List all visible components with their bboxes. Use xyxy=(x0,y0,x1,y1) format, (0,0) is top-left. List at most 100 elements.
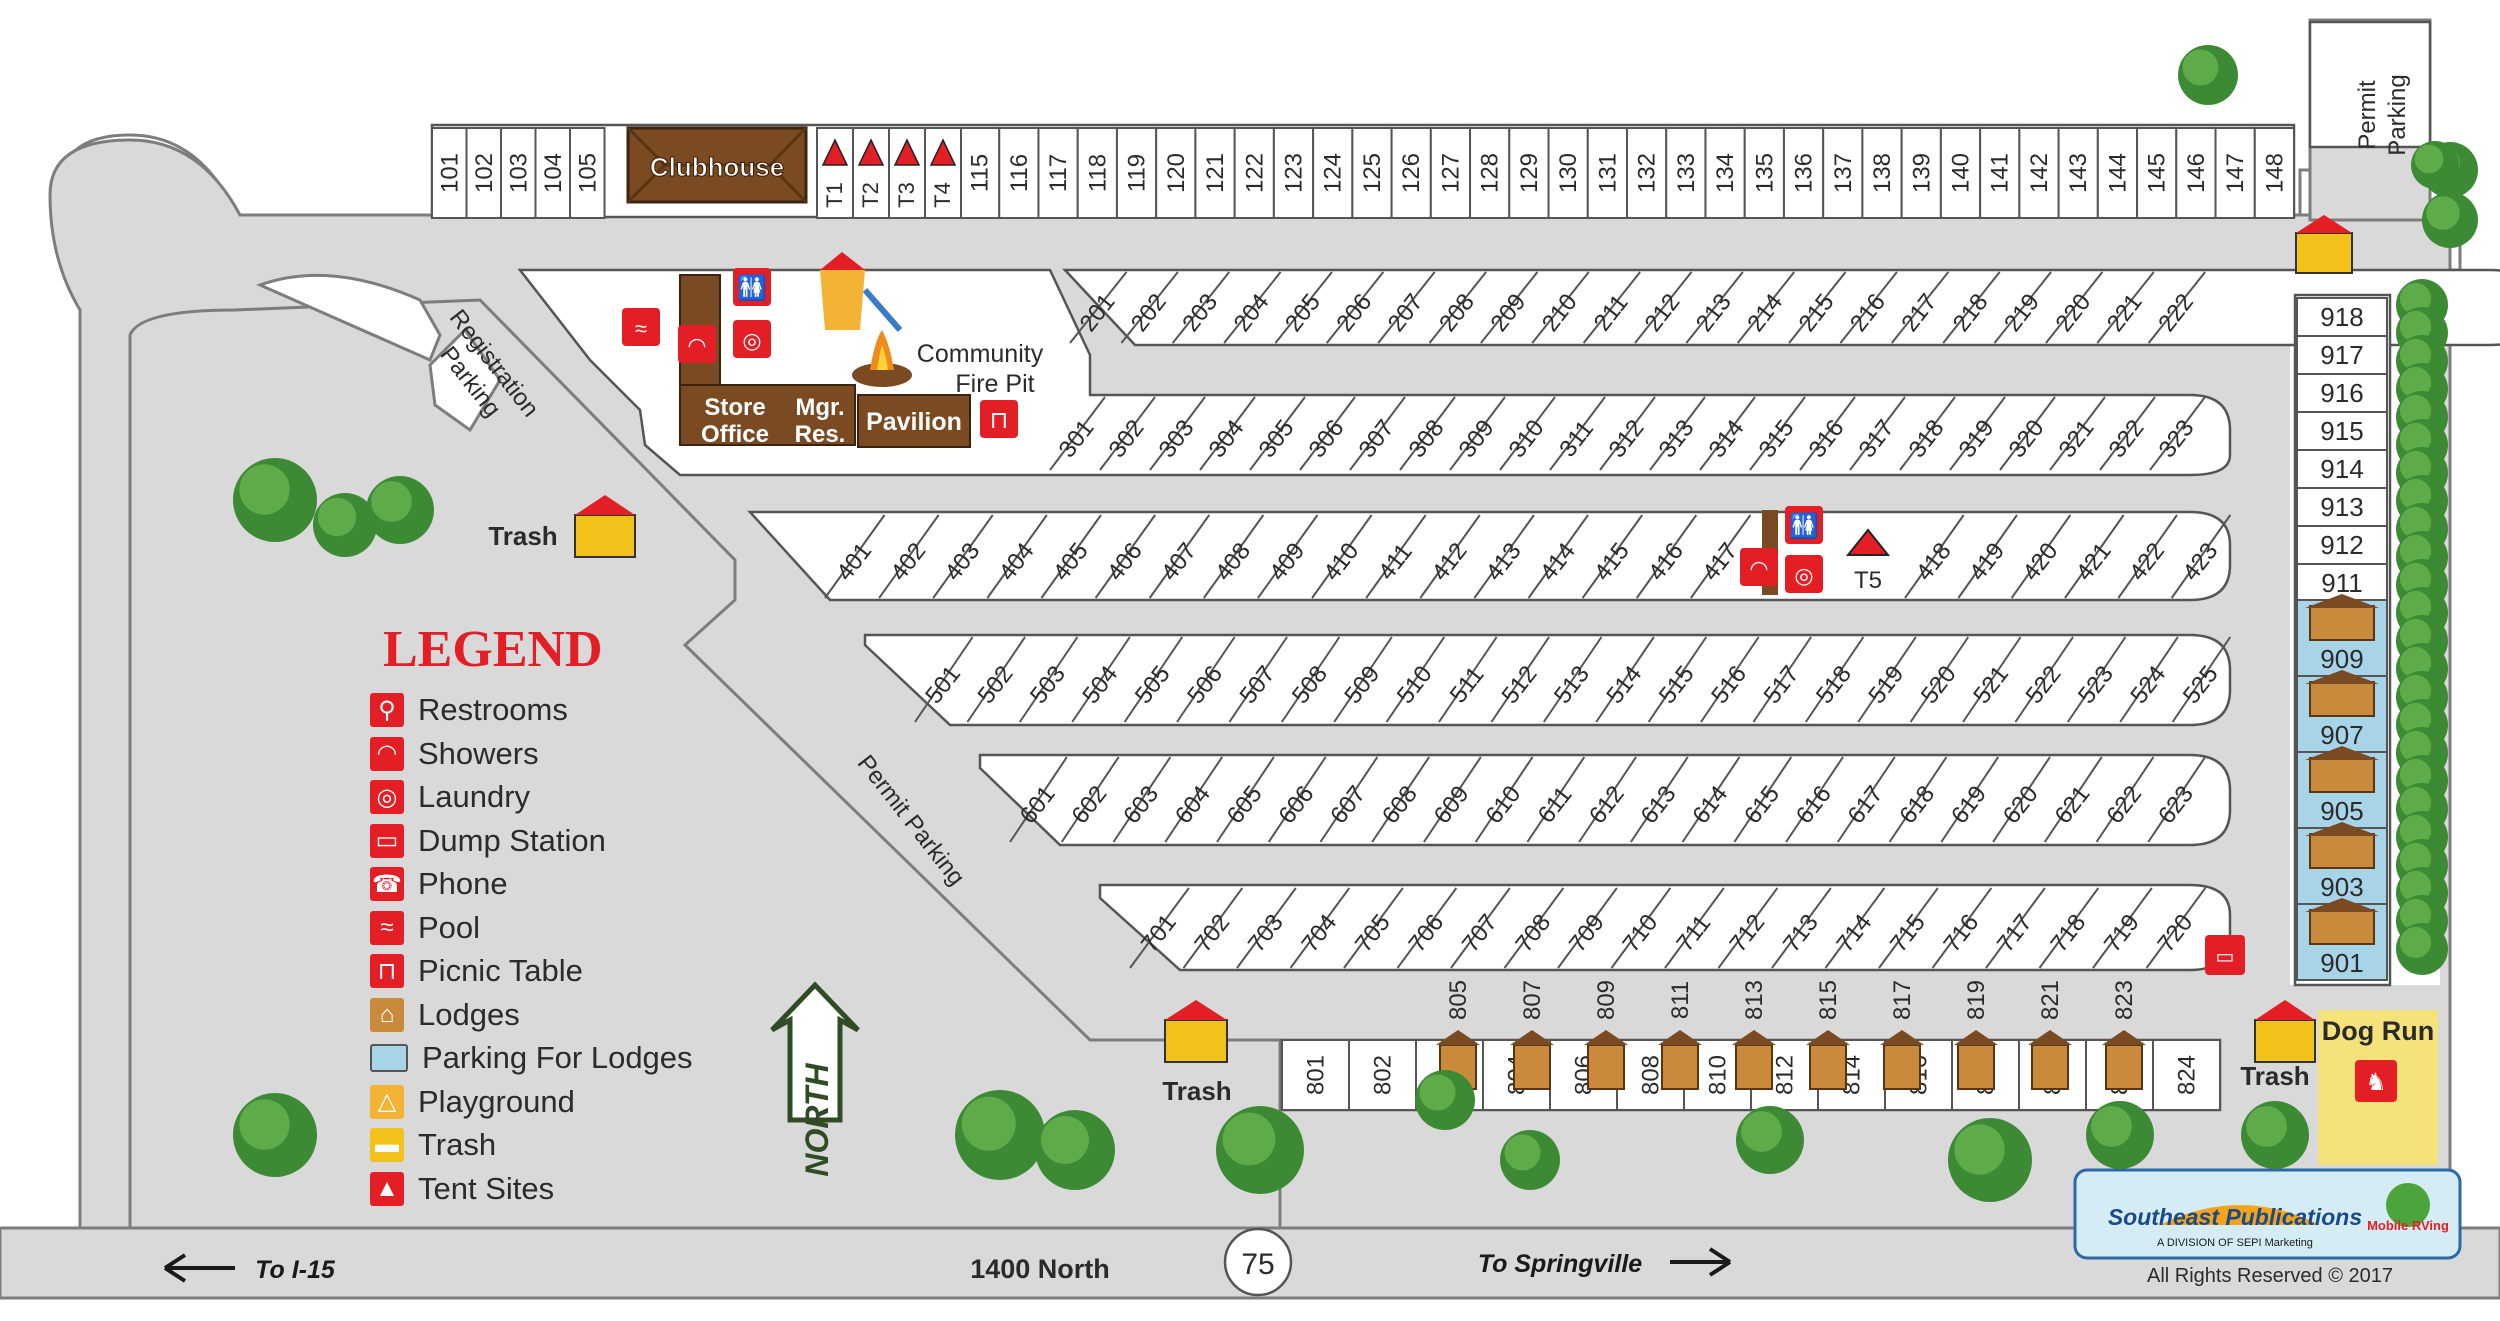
tent-site-t5[interactable]: T5 xyxy=(1845,528,1891,594)
site-918[interactable]: 918 xyxy=(2296,297,2388,337)
svg-text:◎: ◎ xyxy=(1794,563,1813,588)
site-140[interactable]: 140 xyxy=(1939,127,1982,219)
site-label: 117 xyxy=(1045,154,1072,192)
site-123[interactable]: 123 xyxy=(1272,127,1315,219)
site-136[interactable]: 136 xyxy=(1782,127,1825,219)
tree-icon xyxy=(366,476,434,544)
lodge-site-811[interactable]: 811 xyxy=(1658,981,1702,1090)
site-label: 141 xyxy=(1987,153,2014,193)
lodge-site-903[interactable]: 903 xyxy=(2296,822,2388,905)
site-132[interactable]: 132 xyxy=(1626,127,1668,219)
site-128[interactable]: 128 xyxy=(1469,127,1511,219)
site-141[interactable]: 141 xyxy=(1979,127,2021,219)
lodge-site-901[interactable]: 901 xyxy=(2296,898,2388,981)
site-146[interactable]: 146 xyxy=(2175,127,2217,219)
site-118[interactable]: 118 xyxy=(1076,127,1118,219)
svg-text:75: 75 xyxy=(1241,1248,1274,1281)
site-124[interactable]: 124 xyxy=(1312,127,1354,219)
svg-text:905: 905 xyxy=(2320,796,2363,826)
tent-site-T2[interactable]: T2 xyxy=(852,127,890,219)
svg-text:824: 824 xyxy=(2174,1055,2201,1095)
lodge-site-821[interactable]: 821 xyxy=(2028,980,2072,1090)
site-145[interactable]: 145 xyxy=(2136,127,2178,219)
svg-text:T1: T1 xyxy=(822,182,847,208)
site-139[interactable]: 139 xyxy=(1900,127,1942,219)
site-122[interactable]: 122 xyxy=(1233,127,1275,219)
svg-text:801: 801 xyxy=(1303,1055,1330,1095)
svg-text:Permit: Permit xyxy=(2354,80,2381,150)
lodge-site-819[interactable]: 819 xyxy=(1954,980,1998,1090)
site-916[interactable]: 916 xyxy=(2296,373,2388,413)
site-label: 127 xyxy=(1437,153,1464,193)
site-104[interactable]: 104 xyxy=(534,127,571,219)
playground-icon xyxy=(820,252,903,332)
site-117[interactable]: 117 xyxy=(1037,127,1079,219)
tent-site-T4[interactable]: T4 xyxy=(924,127,962,219)
site-915[interactable]: 915 xyxy=(2296,411,2388,451)
permit-parking-top-label: Permit Parking xyxy=(2354,74,2411,155)
site-201[interactable]: 201 xyxy=(1069,271,1128,344)
site-120[interactable]: 120 xyxy=(1155,127,1197,219)
lodge-site-807[interactable]: 807 xyxy=(1510,980,1554,1090)
site-label: 137 xyxy=(1830,153,1857,193)
lodge-site-817[interactable]: 817 xyxy=(1880,980,1924,1090)
site-116[interactable]: 116 xyxy=(998,127,1040,219)
site-130[interactable]: 130 xyxy=(1547,127,1589,219)
site-914[interactable]: 914 xyxy=(2296,449,2388,489)
site-103[interactable]: 103 xyxy=(500,127,537,219)
site-142[interactable]: 142 xyxy=(2018,127,2060,219)
legend-item: ☎Phone xyxy=(370,864,508,904)
site-917[interactable]: 917 xyxy=(2296,335,2388,375)
site-144[interactable]: 144 xyxy=(2096,127,2139,219)
site-label: 148 xyxy=(2261,153,2288,193)
lodge-site-909[interactable]: 909 xyxy=(2296,594,2388,677)
lodge-site-907[interactable]: 907 xyxy=(2296,670,2388,753)
site-133[interactable]: 133 xyxy=(1665,127,1707,219)
site-101[interactable]: 101 xyxy=(431,127,468,219)
site-105[interactable]: 105 xyxy=(569,127,606,219)
site-129[interactable]: 129 xyxy=(1508,127,1550,219)
tent-site-T1[interactable]: T1 xyxy=(816,127,854,219)
site-138[interactable]: 138 xyxy=(1861,127,1903,219)
dump-station-icon: ▭ xyxy=(2205,935,2245,975)
permit-parking-top-lot xyxy=(2308,20,2432,149)
row600-island xyxy=(978,753,2232,847)
store-office-building[interactable]: Store Office Mgr. Res. xyxy=(679,274,856,448)
site-802[interactable]: 802 xyxy=(1348,1039,1417,1111)
clubhouse[interactable]: Clubhouse xyxy=(626,126,808,204)
site-119[interactable]: 119 xyxy=(1115,127,1158,219)
site-102[interactable]: 102 xyxy=(465,127,502,219)
lodge-site-809[interactable]: 809 xyxy=(1584,980,1628,1090)
site-127[interactable]: 127 xyxy=(1429,127,1472,219)
site-137[interactable]: 137 xyxy=(1822,127,1864,219)
site-147[interactable]: 147 xyxy=(2214,127,2256,219)
tree-icon xyxy=(233,458,317,542)
site-912[interactable]: 912 xyxy=(2296,525,2388,565)
lodge-site-815[interactable]: 815 xyxy=(1806,980,1850,1090)
site-121[interactable]: 121 xyxy=(1194,127,1236,219)
site-125[interactable]: 125 xyxy=(1351,127,1393,219)
site-801[interactable]: 801 xyxy=(1281,1039,1350,1111)
site-label: 125 xyxy=(1359,153,1386,193)
svg-text:810: 810 xyxy=(1705,1055,1732,1095)
lodge-site-905[interactable]: 905 xyxy=(2296,746,2388,829)
lodge-site-813[interactable]: 813 xyxy=(1732,980,1776,1090)
site-134[interactable]: 134 xyxy=(1704,127,1746,219)
site-126[interactable]: 126 xyxy=(1390,127,1432,219)
site-143[interactable]: 143 xyxy=(2057,127,2099,219)
site-824[interactable]: 824 xyxy=(2152,1039,2221,1111)
store-office-label-2: Office xyxy=(701,421,769,448)
svg-text:823: 823 xyxy=(2111,980,2138,1020)
lodge-site-823[interactable]: 823 xyxy=(2102,980,2146,1090)
tent-site-T3[interactable]: T3 xyxy=(888,127,926,219)
site-135[interactable]: 135 xyxy=(1743,127,1785,219)
shower-icon: ◠ xyxy=(1740,548,1778,586)
site-913[interactable]: 913 xyxy=(2296,487,2388,527)
pavilion[interactable]: Pavilion xyxy=(857,394,971,448)
site-148[interactable]: 148 xyxy=(2253,127,2295,219)
site-label: 132 xyxy=(1634,153,1661,193)
site-115[interactable]: 115 xyxy=(959,127,1001,219)
site-131[interactable]: 131 xyxy=(1586,127,1628,219)
svg-text:915: 915 xyxy=(2320,416,2363,446)
